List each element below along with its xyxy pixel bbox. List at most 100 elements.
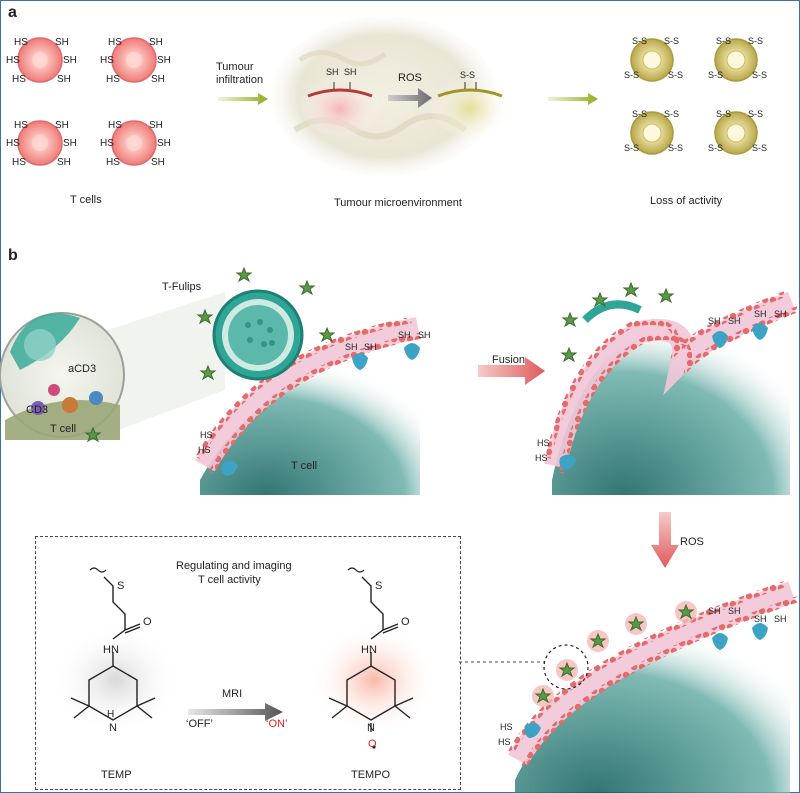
atom-o-radical: O: [368, 738, 377, 750]
t-fulips-label: T-Fulips: [162, 281, 202, 293]
thiol-label: HS: [537, 438, 550, 448]
thiol-label: SH: [63, 138, 77, 149]
t-cell-membrane-left: [195, 317, 425, 495]
disulfide-label: S-S: [632, 109, 648, 119]
thiol-label: HS: [6, 138, 20, 149]
disulfide-label: S-S: [716, 109, 732, 119]
regulation-box: [35, 536, 461, 790]
thiol-label: HS: [200, 430, 213, 440]
magnified-inset: [0, 292, 225, 440]
thiol-label: HS: [14, 120, 28, 131]
tempo-label: TEMPO: [351, 769, 391, 781]
tumour-microenvironment: [272, 16, 496, 176]
temp-label: TEMP: [101, 769, 132, 781]
atom-hn-tempo: HN: [361, 644, 377, 656]
thiol-label: SH: [345, 342, 358, 352]
thiol-label: SH: [754, 309, 767, 319]
thiol-label: HS: [108, 37, 122, 48]
ros-arrow-down: [651, 512, 679, 568]
thiol-label: SH: [754, 614, 767, 624]
thiol-label: SH: [151, 157, 165, 168]
cd3-label: CD3: [26, 404, 49, 416]
thiol-label: SH: [63, 55, 77, 66]
t-cells-label: T cells: [70, 194, 102, 206]
thiol-label: HS: [498, 737, 511, 747]
box-title-line1: Regulating and imaging: [176, 560, 292, 572]
tumour-microenvironment-label: Tumour microenvironment: [334, 197, 462, 209]
disulfide-label: S-S: [664, 36, 680, 46]
disulfide-label: S-S: [632, 36, 648, 46]
thiol-label: HS: [535, 453, 548, 463]
nitroxide-star-group: [560, 281, 675, 363]
atom-o-tempo: O: [401, 616, 410, 628]
thiol-label: HS: [106, 74, 120, 85]
disulfide-label: S-S: [716, 36, 732, 46]
panel-a-graphics: [17, 16, 758, 176]
thiol-label: SH: [418, 330, 431, 340]
thiol-label: SH: [55, 37, 69, 48]
off-label: ‘OFF’: [186, 718, 213, 730]
atom-h-temp: H: [107, 709, 115, 720]
thiol-label: SH: [149, 37, 163, 48]
loss-arrow: [548, 93, 598, 105]
fusion-label: Fusion: [492, 354, 526, 366]
thiol-label: HS: [100, 138, 114, 149]
t-fulips-liposome: [212, 289, 304, 381]
t-cell-group: [17, 37, 157, 166]
ros-label: ROS: [398, 72, 422, 84]
mri-arrow: [188, 703, 283, 721]
thiol-label: SH: [151, 74, 165, 85]
t-cell-label: T cell: [291, 460, 318, 472]
atom-hn-temp: HN: [103, 644, 119, 656]
thiol-label: HS: [500, 722, 513, 732]
disulfide-label: S-S: [624, 143, 640, 153]
thiol-label: SH: [364, 342, 377, 352]
atom-n-temp: N: [109, 722, 117, 734]
thiol-label: SH: [55, 120, 69, 131]
ros-label-b: ROS: [680, 536, 704, 548]
thiol-label: SH: [157, 138, 171, 149]
thiol-label: HS: [198, 445, 211, 455]
tumour-infiltration-label-line2: infiltration: [216, 74, 264, 86]
thiol-label: SH: [149, 120, 163, 131]
loss-of-activity-label: Loss of activity: [650, 195, 723, 207]
thiol-label: SH: [344, 67, 357, 77]
panel-b-letter: b: [8, 247, 18, 264]
thiol-label: SH: [728, 316, 741, 326]
thiol-label: SH: [326, 67, 339, 77]
disulfide-label: S-S: [460, 70, 476, 80]
t-cell-membrane-fused: [544, 291, 800, 495]
disulfide-label: S-S: [624, 70, 640, 80]
thiol-label: HS: [108, 120, 122, 131]
thiol-label: SH: [157, 55, 171, 66]
thiol-label: SH: [774, 614, 787, 624]
thiol-label: SH: [57, 157, 71, 168]
t-cell-inset-label: T cell: [50, 423, 77, 435]
thiol-label: SH: [708, 316, 721, 326]
thiol-label: HS: [106, 157, 120, 168]
nitroxide-star-group: [84, 266, 336, 443]
disulfide-label: S-S: [752, 143, 768, 153]
thiol-label: SH: [398, 330, 411, 340]
thiol-label: SH: [774, 309, 787, 319]
disulfide-label: S-S: [668, 70, 684, 80]
nitroxide-star-group: [534, 603, 695, 704]
inactive-cell-group: [630, 38, 758, 155]
thiol-label: HS: [100, 55, 114, 66]
temp-structure: [52, 567, 180, 736]
cd3-protein-group: [524, 623, 768, 738]
disulfide-label: S-S: [748, 36, 764, 46]
tempo-structure: [310, 567, 438, 749]
thiol-label: HS: [6, 55, 20, 66]
atom-s-tempo: S: [375, 580, 383, 592]
mri-label: MRI: [222, 688, 243, 700]
panel-a-letter: a: [8, 4, 17, 21]
thiol-label: SH: [728, 606, 741, 616]
atom-s-temp: S: [117, 580, 125, 592]
disulfide-label: S-S: [752, 70, 768, 80]
highlight-circle: [543, 644, 589, 690]
disulfide-label: S-S: [668, 143, 684, 153]
tumour-infiltration-label-line1: Tumour: [216, 61, 254, 73]
thiol-label: HS: [12, 74, 26, 85]
disulfide-label: S-S: [664, 109, 680, 119]
